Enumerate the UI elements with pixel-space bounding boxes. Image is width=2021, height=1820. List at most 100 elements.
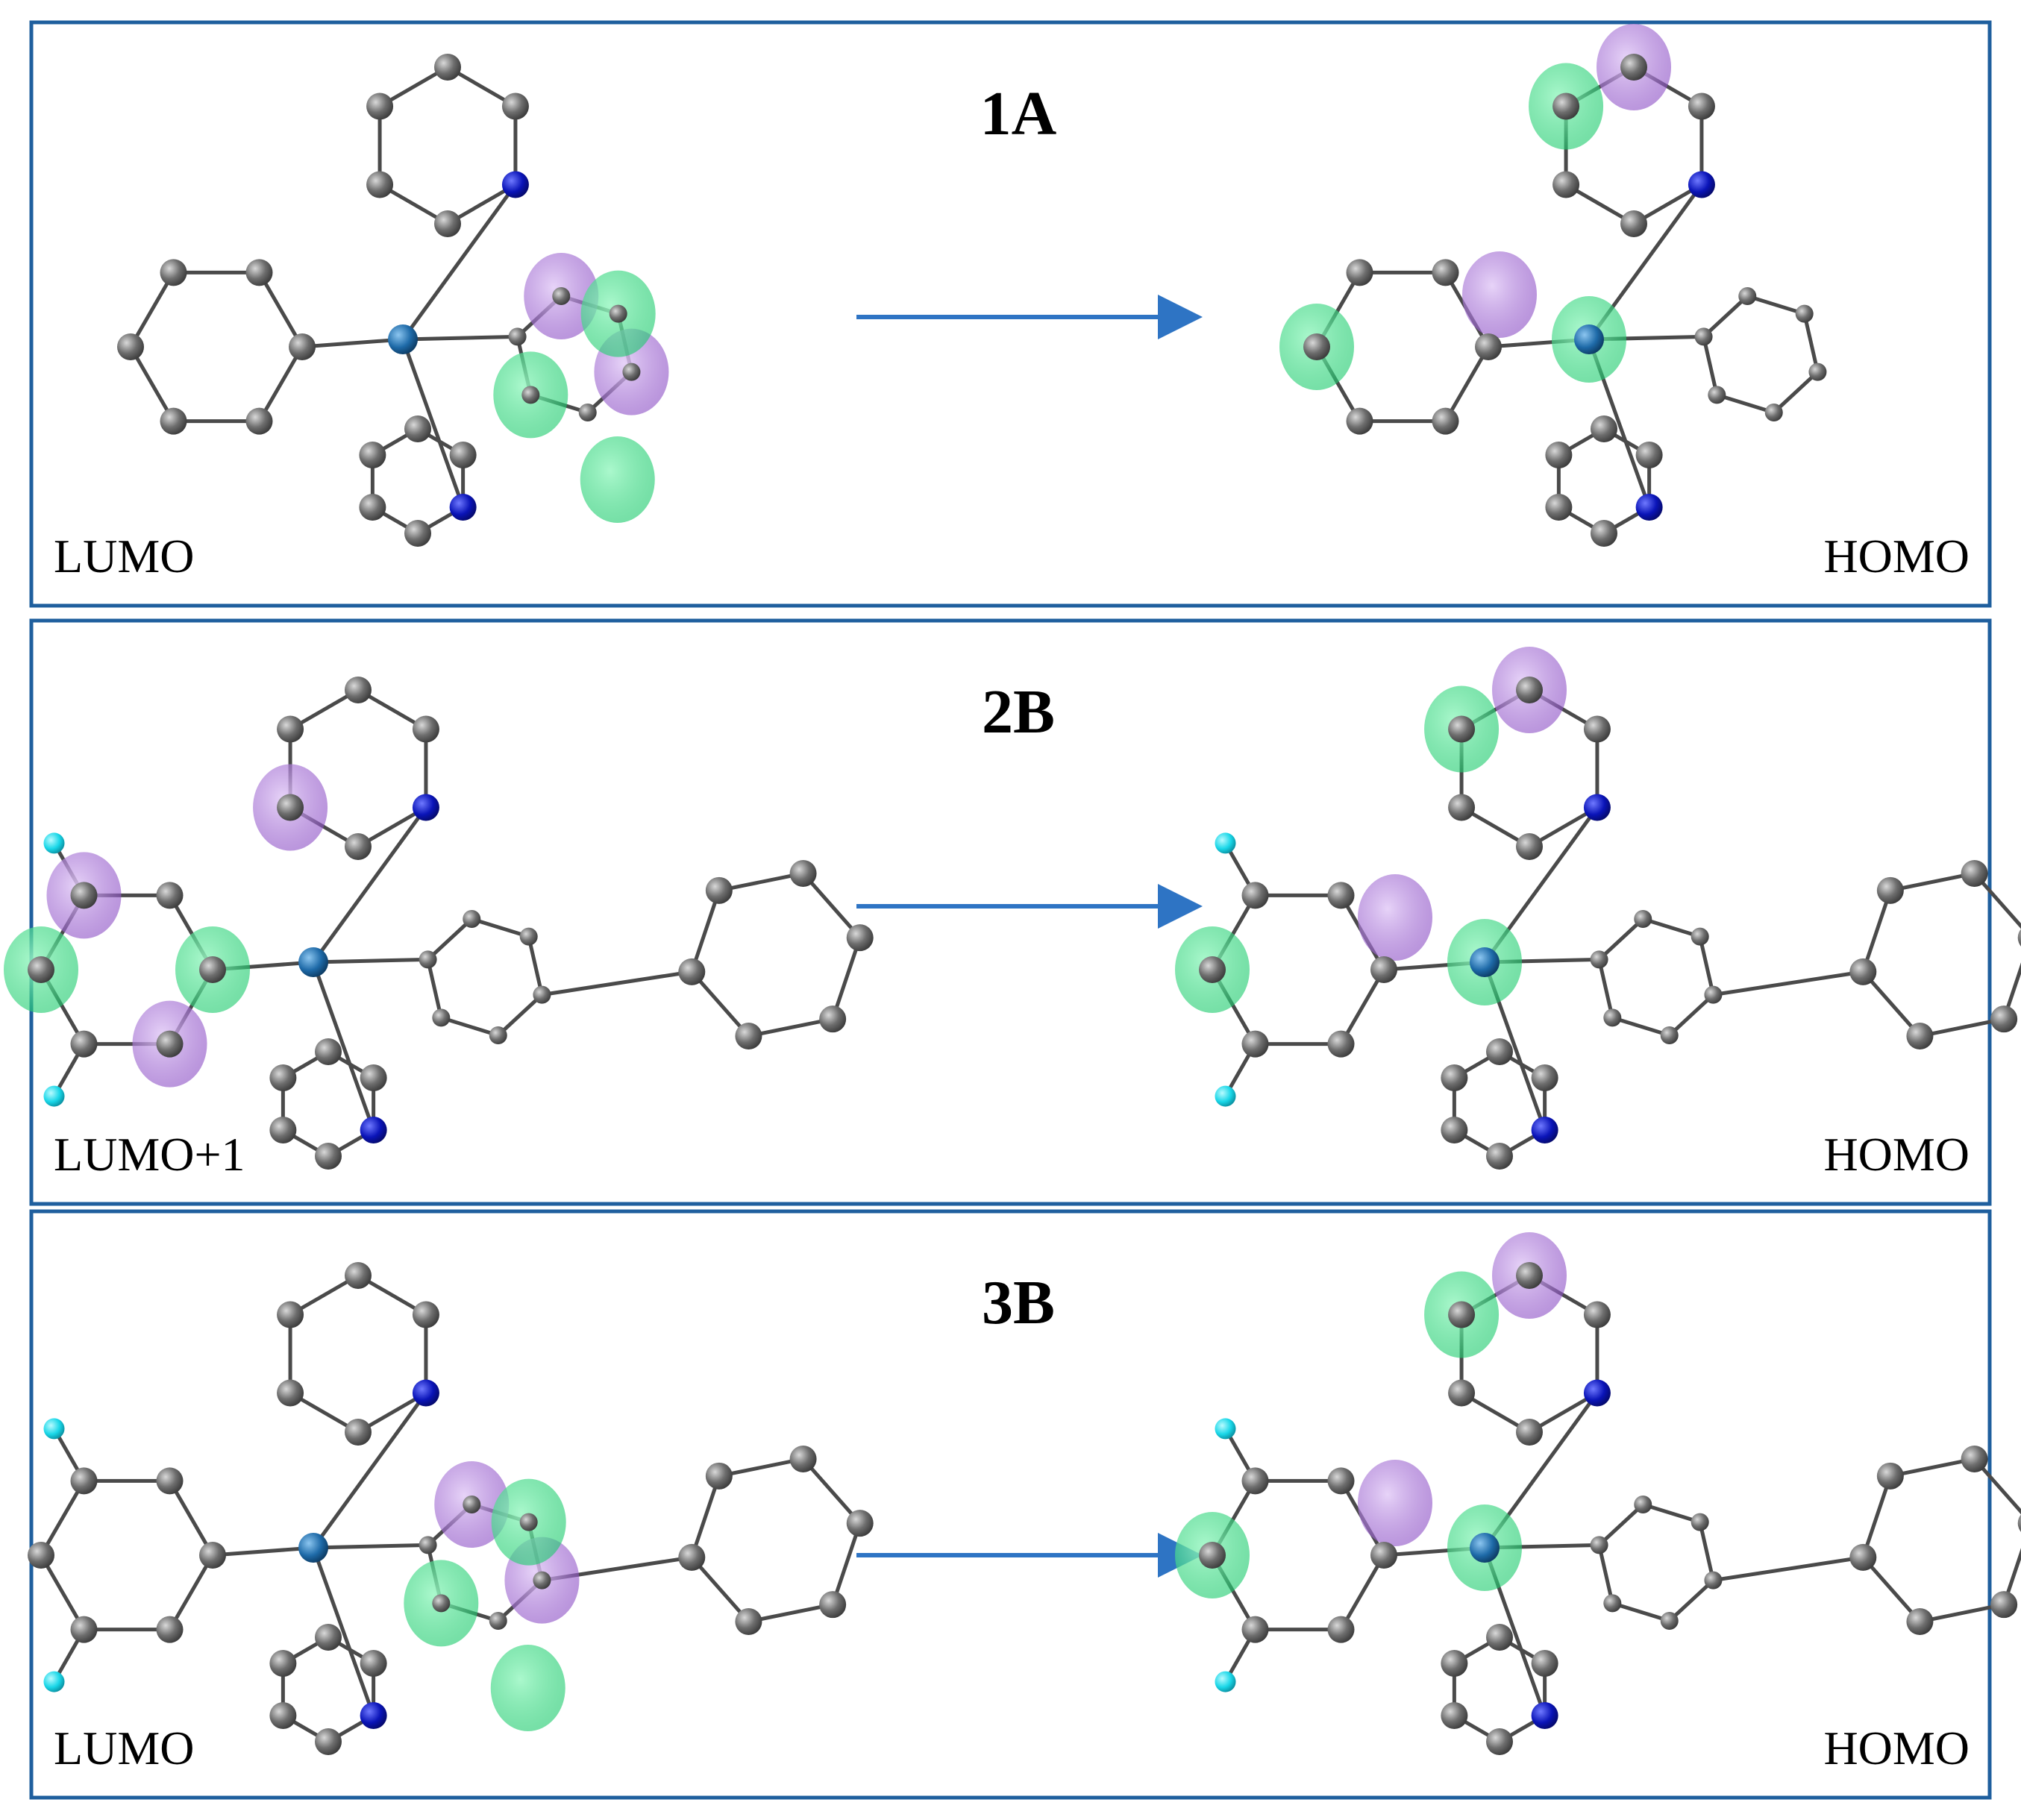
- carbon-atom: [1448, 794, 1476, 821]
- bond: [830, 937, 862, 1020]
- carbon-atom: [1531, 1650, 1558, 1677]
- carbon-atom: [277, 1301, 304, 1328]
- bond: [1713, 1555, 1864, 1583]
- bond: [257, 272, 304, 348]
- carbon-atom: [117, 333, 144, 360]
- bond: [1773, 370, 1820, 414]
- carbon-atom: [1620, 210, 1647, 237]
- carbon-atom: [1327, 1030, 1355, 1058]
- carbon-atom: [1552, 92, 1580, 120]
- bond: [401, 339, 465, 508]
- carbon-atom: [360, 1650, 387, 1677]
- carbon-atom: [1475, 333, 1502, 360]
- bond: [1339, 1554, 1386, 1631]
- carbon-atom: [735, 1023, 762, 1050]
- carbon-atom: [404, 520, 431, 547]
- carbon-atom: [1441, 1117, 1468, 1143]
- bond: [39, 1480, 86, 1557]
- bond: [1597, 1544, 1614, 1604]
- bond: [440, 1015, 499, 1038]
- carbon-atom: [1876, 876, 1904, 904]
- carbon-atom: [1370, 956, 1397, 983]
- carbon-atom: [269, 1117, 297, 1143]
- bond: [1861, 1475, 1893, 1558]
- carbon-atom: [533, 1571, 551, 1590]
- bond: [402, 334, 518, 342]
- carbon-atom: [1764, 404, 1783, 422]
- carbon-atom: [1688, 92, 1715, 120]
- bond: [1702, 336, 1719, 395]
- bond: [301, 337, 404, 349]
- bond: [527, 936, 544, 996]
- left-molecule: [4, 677, 874, 1170]
- bond: [542, 970, 692, 997]
- carbon-atom: [345, 1262, 372, 1289]
- carbon-atom: [1620, 54, 1647, 81]
- metal-atom: [298, 947, 328, 977]
- carbon-atom: [277, 1379, 304, 1407]
- left-orbital-label: LUMO+1: [54, 1128, 245, 1181]
- carbon-atom: [1849, 1543, 1877, 1571]
- carbon-atom: [434, 54, 461, 81]
- carbon-atom: [359, 494, 386, 521]
- carbon-atom: [1241, 1616, 1269, 1643]
- panel-title: 2B: [982, 677, 1055, 747]
- carbon-atom: [1486, 1624, 1513, 1651]
- carbon-atom: [2017, 1514, 2021, 1532]
- carbon-atom: [1906, 1023, 1934, 1050]
- carbon-atom: [678, 1543, 706, 1571]
- carbon-atom: [1327, 882, 1355, 909]
- carbon-atom: [508, 327, 527, 346]
- carbon-atom: [1545, 494, 1573, 521]
- carbon-atom: [846, 924, 874, 952]
- carbon-atom: [269, 1702, 297, 1729]
- bond: [1698, 1522, 1715, 1581]
- carbon-atom: [1738, 286, 1757, 305]
- carbon-atom: [1432, 259, 1459, 286]
- nitrogen-atom: [412, 1379, 439, 1407]
- orbital-lobe-purple: [1462, 251, 1537, 338]
- carbon-atom: [404, 415, 431, 442]
- fluorine-atom: [1215, 1671, 1236, 1692]
- bond: [801, 1457, 862, 1525]
- bond: [1597, 1503, 1644, 1547]
- carbon-atom: [705, 1462, 733, 1490]
- carbon-atom: [1486, 1038, 1513, 1065]
- metal-atom: [1470, 947, 1500, 977]
- carbon-atom: [463, 909, 481, 928]
- fluorine-atom: [43, 1418, 65, 1440]
- carbon-atom: [199, 1542, 226, 1569]
- bond: [426, 958, 443, 1018]
- carbon-atom: [519, 1513, 538, 1531]
- carbon-atom: [1849, 958, 1877, 985]
- fluorine-atom: [1215, 1085, 1236, 1107]
- carbon-atom: [156, 882, 184, 909]
- bond: [1597, 917, 1644, 961]
- carbon-atom: [1516, 1262, 1543, 1289]
- carbon-atom: [1603, 1594, 1622, 1613]
- bond: [1611, 1601, 1670, 1623]
- orbital-lobe-purple: [1358, 1460, 1432, 1546]
- carbon-atom: [245, 259, 273, 286]
- carbon-atom: [552, 286, 571, 305]
- bond: [497, 993, 544, 1037]
- carbon-atom: [1448, 715, 1476, 743]
- bond: [1339, 968, 1386, 1045]
- bond: [471, 917, 530, 939]
- carbon-atom: [419, 950, 437, 969]
- carbon-atom: [199, 956, 226, 983]
- carbon-atom: [1552, 171, 1580, 198]
- bond: [689, 1475, 721, 1558]
- carbon-atom: [366, 92, 394, 120]
- bond: [1919, 1602, 2005, 1624]
- bond: [1919, 1017, 2005, 1038]
- orbital-lobe-green: [490, 1645, 565, 1732]
- carbon-atom: [1583, 1301, 1611, 1328]
- bond: [1861, 890, 1893, 973]
- carbon-atom: [1961, 859, 1988, 887]
- carbon-atom: [432, 1008, 451, 1027]
- bond: [1642, 1502, 1701, 1525]
- carbon-atom: [1448, 1379, 1476, 1407]
